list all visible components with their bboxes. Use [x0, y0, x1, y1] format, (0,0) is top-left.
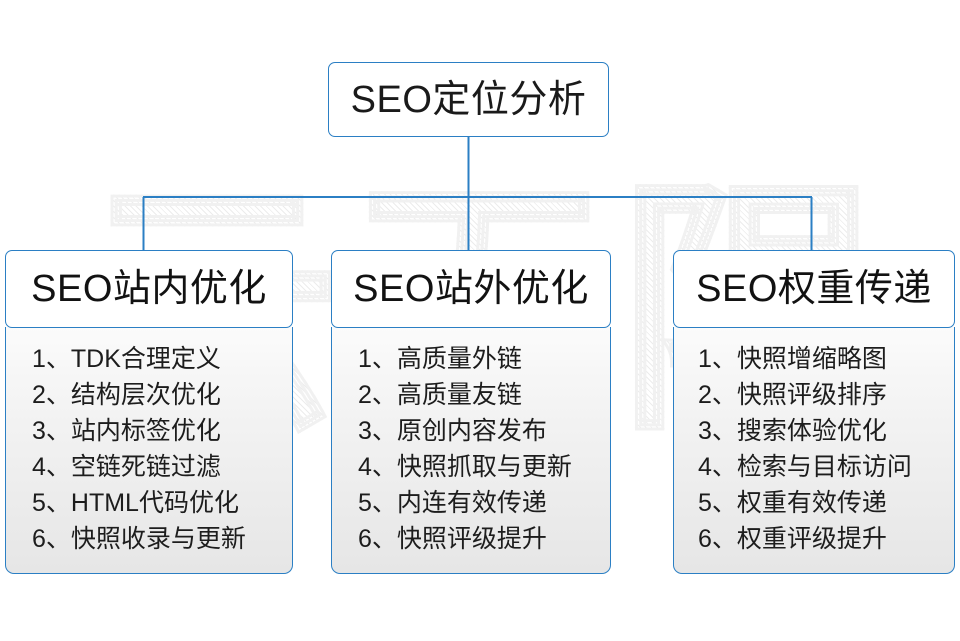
- column-header-label-3: SEO权重传递: [696, 268, 932, 310]
- item-number: 6、: [32, 524, 71, 553]
- item-text: 权重有效传递: [736, 488, 887, 517]
- item-text: 高质量友链: [396, 380, 522, 409]
- list-item[interactable]: 2、高质量友链: [358, 377, 610, 413]
- list-item[interactable]: 6、权重评级提升: [698, 521, 954, 557]
- item-number: 2、: [358, 380, 397, 409]
- list-item[interactable]: 1、高质量外链: [358, 341, 610, 377]
- column-header-label-2: SEO站外优化: [353, 268, 589, 310]
- item-list-1: 1、TDK合理定义 2、结构层次优化 3、站内标签优化 4、空链死链过滤 5、H…: [6, 341, 292, 557]
- item-text: 原创内容发布: [396, 416, 547, 445]
- item-text: 快照收录与更新: [70, 524, 246, 553]
- list-item[interactable]: 3、原创内容发布: [358, 413, 610, 449]
- column-seo-onsite: SEO站内优化 1、TDK合理定义 2、结构层次优化 3、站内标签优化 4、空链…: [5, 250, 293, 574]
- root-node[interactable]: SEO定位分析: [328, 62, 609, 137]
- item-list-3: 1、快照增缩略图 2、快照评级排序 3、搜索体验优化 4、检索与目标访问 5、权…: [674, 341, 954, 557]
- list-item[interactable]: 4、空链死链过滤: [32, 449, 292, 485]
- item-number: 4、: [698, 452, 737, 481]
- item-text: 快照评级提升: [396, 524, 547, 553]
- item-number: 3、: [698, 416, 737, 445]
- item-text: 快照增缩略图: [736, 344, 887, 373]
- item-text: 快照抓取与更新: [396, 452, 572, 481]
- root-node-label: SEO定位分析: [350, 78, 587, 121]
- item-number: 6、: [698, 524, 737, 553]
- list-item[interactable]: 5、HTML代码优化: [32, 485, 292, 521]
- column-body-2: 1、高质量外链 2、高质量友链 3、原创内容发布 4、快照抓取与更新 5、内连有…: [331, 326, 611, 574]
- item-number: 1、: [698, 344, 737, 373]
- list-item[interactable]: 5、权重有效传递: [698, 485, 954, 521]
- item-text: TDK合理定义: [70, 344, 221, 373]
- item-number: 4、: [32, 452, 71, 481]
- item-number: 3、: [32, 416, 71, 445]
- item-number: 4、: [358, 452, 397, 481]
- list-item[interactable]: 2、快照评级排序: [698, 377, 954, 413]
- item-number: 5、: [358, 488, 397, 517]
- item-text: 权重评级提升: [736, 524, 887, 553]
- list-item[interactable]: 4、检索与目标访问: [698, 449, 954, 485]
- item-list-2: 1、高质量外链 2、高质量友链 3、原创内容发布 4、快照抓取与更新 5、内连有…: [332, 341, 610, 557]
- column-header-label-1: SEO站内优化: [31, 268, 267, 310]
- item-text: 内连有效传递: [396, 488, 547, 517]
- list-item[interactable]: 5、内连有效传递: [358, 485, 610, 521]
- list-item[interactable]: 2、结构层次优化: [32, 377, 292, 413]
- column-header-2[interactable]: SEO站外优化: [331, 250, 611, 328]
- item-text: 搜索体验优化: [736, 416, 887, 445]
- item-text: 结构层次优化: [70, 380, 221, 409]
- list-item[interactable]: 6、快照收录与更新: [32, 521, 292, 557]
- item-number: 3、: [358, 416, 397, 445]
- item-number: 2、: [32, 380, 71, 409]
- column-header-1[interactable]: SEO站内优化: [5, 250, 293, 328]
- item-number: 5、: [698, 488, 737, 517]
- item-number: 1、: [32, 344, 71, 373]
- list-item[interactable]: 3、搜索体验优化: [698, 413, 954, 449]
- column-seo-offsite: SEO站外优化 1、高质量外链 2、高质量友链 3、原创内容发布 4、快照抓取与…: [331, 250, 611, 574]
- item-text: HTML代码优化: [70, 488, 239, 517]
- column-header-3[interactable]: SEO权重传递: [673, 250, 955, 328]
- item-number: 6、: [358, 524, 397, 553]
- item-number: 2、: [698, 380, 737, 409]
- list-item[interactable]: 6、快照评级提升: [358, 521, 610, 557]
- list-item[interactable]: 3、站内标签优化: [32, 413, 292, 449]
- item-text: 检索与目标访问: [736, 452, 912, 481]
- item-number: 1、: [358, 344, 397, 373]
- list-item[interactable]: 1、TDK合理定义: [32, 341, 292, 377]
- list-item[interactable]: 1、快照增缩略图: [698, 341, 954, 377]
- item-number: 5、: [32, 488, 71, 517]
- column-body-3: 1、快照增缩略图 2、快照评级排序 3、搜索体验优化 4、检索与目标访问 5、权…: [673, 326, 955, 574]
- item-text: 高质量外链: [396, 344, 522, 373]
- list-item[interactable]: 4、快照抓取与更新: [358, 449, 610, 485]
- item-text: 快照评级排序: [736, 380, 887, 409]
- item-text: 空链死链过滤: [70, 452, 221, 481]
- item-text: 站内标签优化: [70, 416, 221, 445]
- column-seo-weight-transfer: SEO权重传递 1、快照增缩略图 2、快照评级排序 3、搜索体验优化 4、检索与…: [673, 250, 955, 574]
- column-body-1: 1、TDK合理定义 2、结构层次优化 3、站内标签优化 4、空链死链过滤 5、H…: [5, 326, 293, 574]
